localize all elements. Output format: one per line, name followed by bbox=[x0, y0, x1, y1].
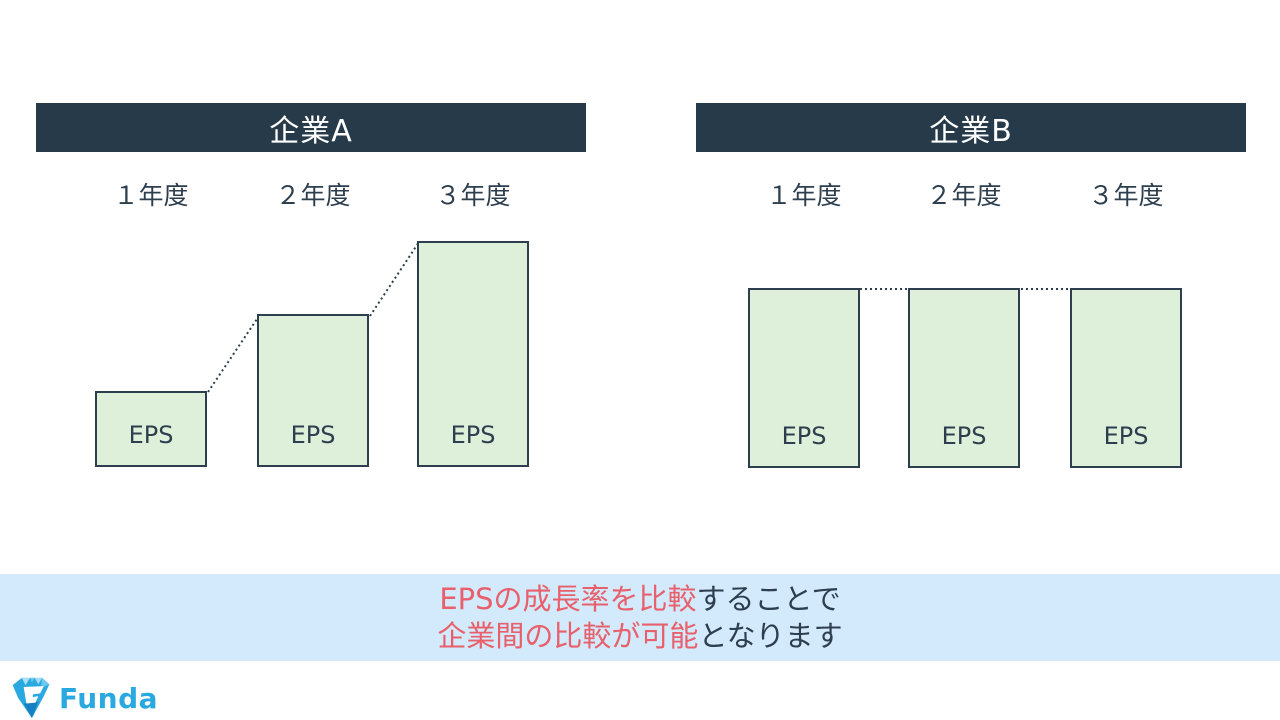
eps-bar-b-year3-label: EPS bbox=[1103, 422, 1149, 450]
funda-logo: Funda bbox=[10, 676, 158, 720]
company-a-year2-label: ２年度 bbox=[275, 181, 351, 210]
eps-bar-a-year2: EPS bbox=[257, 314, 369, 467]
company-a-year1-label: １年度 bbox=[113, 181, 189, 210]
eps-bar-b-year1: EPS bbox=[748, 288, 860, 468]
summary-line-2: 企業間の比較が可能となります bbox=[437, 618, 842, 655]
summary-line-1-highlight: EPSの成長率を比較 bbox=[439, 581, 697, 616]
company-b-year3-label: ３年度 bbox=[1088, 181, 1164, 210]
company-b-title: 企業B bbox=[929, 113, 1013, 149]
company-b-year1-label: １年度 bbox=[766, 181, 842, 210]
company-a-title: 企業A bbox=[269, 113, 353, 149]
company-b-header: 企業B bbox=[696, 103, 1246, 152]
growth-line-a-year1-year2 bbox=[207, 315, 260, 393]
eps-bar-a-year1-label: EPS bbox=[128, 421, 174, 449]
eps-bar-b-year2: EPS bbox=[908, 288, 1020, 468]
eps-bar-a-year1: EPS bbox=[95, 391, 207, 467]
summary-line-1-rest: することで bbox=[696, 581, 841, 616]
eps-bar-a-year3-label: EPS bbox=[450, 421, 496, 449]
summary-line-2-highlight: 企業間の比較が可能 bbox=[437, 618, 699, 653]
eps-bar-b-year1-label: EPS bbox=[781, 422, 827, 450]
eps-bar-b-year2-label: EPS bbox=[941, 422, 987, 450]
growth-line-a-year2-year3 bbox=[369, 241, 420, 317]
funda-gem-icon bbox=[12, 677, 50, 719]
funda-logo-text: Funda bbox=[59, 681, 159, 715]
company-a-year3-label: ３年度 bbox=[435, 181, 511, 210]
summary-line-1: EPSの成長率を比較することで bbox=[439, 581, 840, 618]
company-b-year2-label: ２年度 bbox=[926, 181, 1002, 210]
eps-bar-a-year2-label: EPS bbox=[290, 421, 336, 449]
eps-bar-a-year3: EPS bbox=[417, 241, 529, 467]
summary-line-2-rest: となります bbox=[698, 618, 843, 653]
eps-bar-b-year3: EPS bbox=[1070, 288, 1182, 468]
summary-banner: EPSの成長率を比較することで 企業間の比較が可能となります bbox=[0, 574, 1280, 661]
company-a-header: 企業A bbox=[36, 103, 586, 152]
